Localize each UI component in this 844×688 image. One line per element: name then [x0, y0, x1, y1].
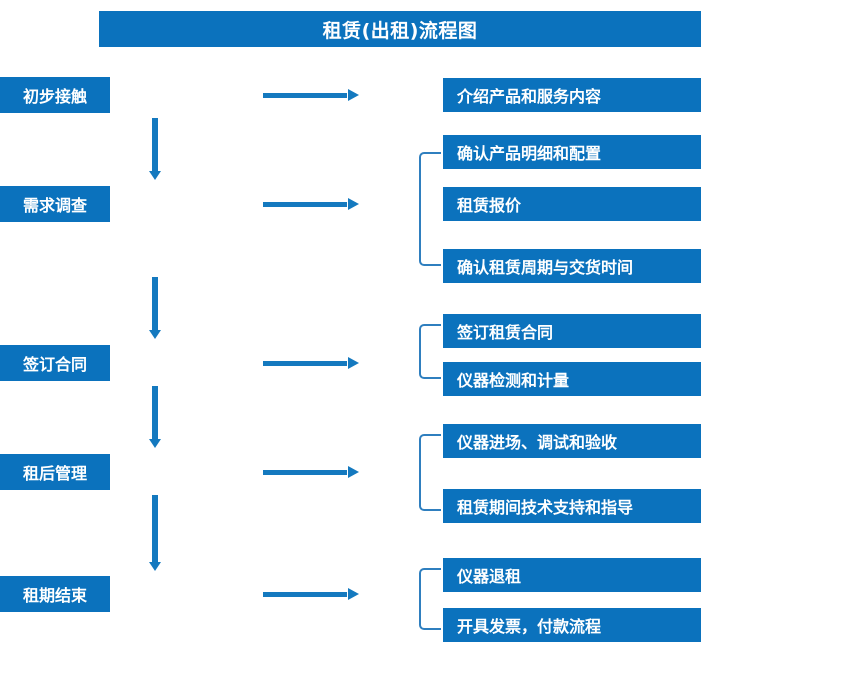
arrow-shaft — [152, 495, 158, 562]
arrow-shaft — [263, 361, 347, 366]
detail-box-instrument-return[interactable]: 仪器退租 — [443, 558, 701, 592]
horizontal-arrow-post-rent-manage — [263, 466, 359, 478]
detail-box-instrument-test[interactable]: 仪器检测和计量 — [443, 362, 701, 396]
arrow-head — [149, 171, 161, 180]
arrow-head — [348, 198, 359, 210]
arrow-head — [149, 330, 161, 339]
arrow-shaft — [263, 93, 347, 98]
horizontal-arrow-sign-contract — [263, 357, 359, 369]
arrow-shaft — [152, 386, 158, 439]
arrow-shaft — [263, 592, 347, 597]
horizontal-arrow-initial-contact — [263, 89, 359, 101]
vertical-arrow-contact-to-survey — [149, 118, 161, 180]
arrow-shaft — [152, 118, 158, 171]
chart-title: 租赁(出租)流程图 — [99, 11, 701, 47]
bracket-lease-end-group — [419, 568, 441, 630]
detail-box-rental-quote[interactable]: 租赁报价 — [443, 187, 701, 221]
detail-box-confirm-period[interactable]: 确认租赁周期与交货时间 — [443, 249, 701, 283]
vertical-arrow-survey-to-contract — [149, 277, 161, 339]
arrow-head — [149, 439, 161, 448]
vertical-arrow-contract-to-manage — [149, 386, 161, 448]
detail-box-confirm-spec[interactable]: 确认产品明细和配置 — [443, 135, 701, 169]
arrow-head — [348, 588, 359, 600]
bracket-needs-survey-group — [419, 152, 441, 266]
bracket-sign-contract-group — [419, 324, 441, 379]
stage-box-lease-end[interactable]: 租期结束 — [0, 576, 110, 612]
bracket-post-rent-manage-group — [419, 434, 441, 511]
arrow-shaft — [152, 277, 158, 330]
detail-box-instrument-entry[interactable]: 仪器进场、调试和验收 — [443, 424, 701, 458]
arrow-head — [348, 357, 359, 369]
detail-box-invoice-payment[interactable]: 开具发票，付款流程 — [443, 608, 701, 642]
arrow-head — [348, 466, 359, 478]
vertical-arrow-manage-to-end — [149, 495, 161, 571]
stage-box-initial-contact[interactable]: 初步接触 — [0, 77, 110, 113]
detail-box-intro-products[interactable]: 介绍产品和服务内容 — [443, 78, 701, 112]
horizontal-arrow-lease-end — [263, 588, 359, 600]
arrow-shaft — [263, 470, 347, 475]
detail-box-tech-support[interactable]: 租赁期间技术支持和指导 — [443, 489, 701, 523]
stage-box-post-rent-manage[interactable]: 租后管理 — [0, 454, 110, 490]
horizontal-arrow-needs-survey — [263, 198, 359, 210]
stage-box-sign-contract[interactable]: 签订合同 — [0, 345, 110, 381]
arrow-shaft — [263, 202, 347, 207]
detail-box-sign-rental-contract[interactable]: 签订租赁合同 — [443, 314, 701, 348]
arrow-head — [149, 562, 161, 571]
arrow-head — [348, 89, 359, 101]
stage-box-needs-survey[interactable]: 需求调查 — [0, 186, 110, 222]
